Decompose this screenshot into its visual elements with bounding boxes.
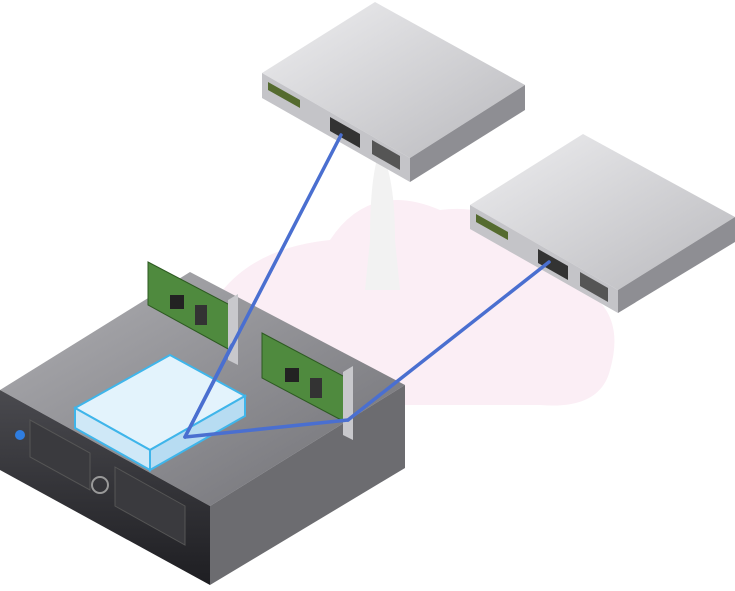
virtual-switch-icon — [72, 353, 248, 472]
network-card-icon — [147, 261, 238, 365]
link-vswitch-nic2 — [183, 418, 350, 439]
network-switch-icon — [470, 134, 735, 313]
link-nic1 — [183, 343, 234, 439]
link-switch2 — [346, 260, 551, 422]
network-links — [183, 133, 551, 439]
network-switch-icon — [262, 2, 525, 182]
